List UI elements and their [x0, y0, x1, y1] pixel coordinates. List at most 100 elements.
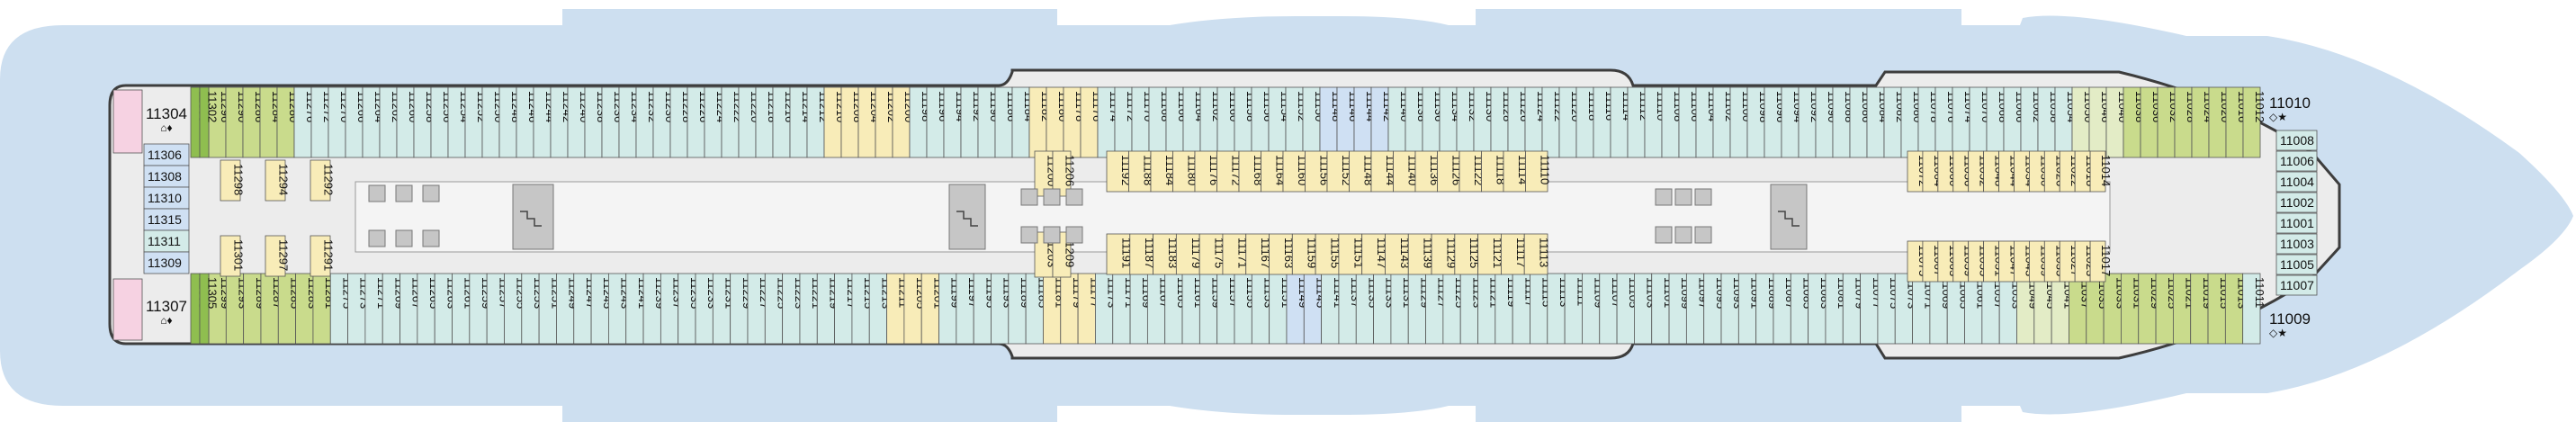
- cabin-11206[interactable]: 11206: [1052, 150, 1077, 197]
- cabin-11315[interactable]: 11315: [143, 208, 190, 231]
- cabin-number: 11006: [2280, 154, 2314, 168]
- cabin-number: 11315: [148, 212, 182, 227]
- cabin-number: 11001: [2280, 216, 2314, 230]
- elevator-icon: [1674, 226, 1692, 244]
- cabin-number: 11005: [2280, 257, 2314, 272]
- cabin-number: 11311: [148, 234, 181, 248]
- cabin-11012[interactable]: 11012: [2242, 86, 2266, 158]
- cabin-number: 11012: [2253, 91, 2266, 122]
- cabin-11011[interactable]: 11011: [2242, 273, 2266, 345]
- cabin-number: 11291: [322, 239, 336, 271]
- cabin-11014[interactable]: 11014: [2089, 150, 2113, 193]
- elevator-icon: [1065, 188, 1083, 206]
- cabin-11298[interactable]: 11298: [220, 159, 246, 202]
- suite-11304-shape: [112, 89, 143, 154]
- cabin-11159[interactable]: 11159: [1291, 233, 1319, 275]
- cabin-number: 11302: [206, 91, 220, 122]
- cabin-number: 11003: [2280, 237, 2314, 251]
- elevator-icon: [422, 184, 440, 202]
- cabin-number: 11110: [1538, 155, 1551, 184]
- cabin-11007[interactable]: 11007: [2275, 274, 2318, 296]
- cabin-11183[interactable]: 11183: [1153, 233, 1180, 275]
- cabin-number: 11113: [1538, 238, 1551, 267]
- elevator-icon: [1694, 226, 1712, 244]
- cabin-11117[interactable]: 11117: [1501, 233, 1528, 275]
- elevator-icon: [395, 184, 413, 202]
- cabin-11005[interactable]: 11005: [2275, 254, 2318, 275]
- elevator-icon: [1655, 188, 1673, 206]
- stairs-icon: [1770, 184, 1808, 250]
- suite-11307-shape: [112, 278, 143, 341]
- cabin-number: 11308: [148, 169, 182, 184]
- cabin-11167[interactable]: 11167: [1245, 233, 1272, 275]
- cabin-11151[interactable]: 11151: [1338, 233, 1365, 275]
- elevator-icon: [1020, 226, 1038, 244]
- cabin-11113[interactable]: 11113: [1523, 233, 1551, 275]
- cabin-11006[interactable]: 11006: [2275, 150, 2318, 172]
- cabin-11297[interactable]: 11297: [265, 235, 291, 277]
- cabin-11302[interactable]: 11302: [199, 86, 220, 158]
- cabin-number: 11206: [1064, 155, 1077, 186]
- cabin-11001[interactable]: 11001: [2275, 212, 2318, 234]
- cabin-11004[interactable]: 11004: [2275, 171, 2318, 193]
- elevator-icon: [1043, 226, 1061, 244]
- cabin-11110[interactable]: 11110: [1525, 150, 1552, 193]
- cabin-11017[interactable]: 11017: [2089, 240, 2113, 283]
- cabin-11167[interactable]: 11167: [1146, 273, 1171, 345]
- cabin-11306[interactable]: 11306: [143, 143, 190, 166]
- cabin-number: 11292: [322, 164, 336, 195]
- cabin-number: 11002: [2280, 195, 2314, 210]
- cabin-number: 11297: [277, 239, 291, 271]
- cabin-number: 11301: [232, 239, 246, 271]
- cabin-11175[interactable]: 11175: [1198, 233, 1226, 275]
- cabin-11091[interactable]: 11091: [1737, 273, 1763, 345]
- cabin-11305[interactable]: 11305: [199, 273, 220, 345]
- cabin-11171[interactable]: 11171: [1222, 233, 1249, 275]
- cabin-11301[interactable]: 11301: [220, 235, 246, 277]
- cabin-11129[interactable]: 11129: [1431, 233, 1458, 275]
- cabin-11291[interactable]: 11291: [310, 235, 336, 277]
- cabin-11294[interactable]: 11294: [265, 159, 291, 202]
- cabin-11163[interactable]: 11163: [1269, 233, 1296, 275]
- cabin-number: 11294: [277, 164, 291, 195]
- cabin-11310[interactable]: 11310: [143, 186, 190, 210]
- cabin-11308[interactable]: 11308: [143, 165, 190, 188]
- cabin-number: 11011: [2253, 277, 2266, 308]
- cabin-11191[interactable]: 11191: [1106, 233, 1133, 275]
- cabin-11187[interactable]: 11187: [1129, 233, 1156, 275]
- cabin-11125[interactable]: 11125: [1454, 233, 1481, 275]
- cabin-11013[interactable]: 11013: [2224, 273, 2249, 345]
- stairs-icon: [948, 184, 986, 250]
- elevator-icon: [368, 184, 386, 202]
- cabin-11139[interactable]: 11139: [1407, 233, 1435, 275]
- cabin-11292[interactable]: 11292: [310, 159, 336, 202]
- cabin-number: 11007: [2280, 278, 2314, 292]
- cabin-11179[interactable]: 11179: [1175, 233, 1203, 275]
- cabin-number: 11305: [206, 277, 220, 309]
- cabin-11143[interactable]: 11143: [1385, 233, 1412, 275]
- cabin-number: 11004: [2280, 175, 2314, 189]
- cabin-11008[interactable]: 11008: [2275, 130, 2318, 151]
- cabin-11002[interactable]: 11002: [2275, 192, 2318, 213]
- cabin-number: 11209: [1064, 236, 1077, 267]
- cabin-11147[interactable]: 11147: [1361, 233, 1388, 275]
- elevator-icon: [1020, 188, 1038, 206]
- cabin-11250[interactable]: 11250: [481, 86, 506, 158]
- elevator-icon: [1694, 188, 1712, 206]
- cabin-11003[interactable]: 11003: [2275, 233, 2318, 255]
- cabin-number: 11017: [2099, 245, 2113, 276]
- cabin-number: 11309: [148, 256, 182, 270]
- cabin-11121[interactable]: 11121: [1477, 233, 1504, 275]
- cabin-number: 11310: [148, 191, 182, 205]
- cabin-number: 11008: [2280, 133, 2314, 148]
- elevator-icon: [422, 229, 440, 247]
- elevator-icon: [1065, 226, 1083, 244]
- elevator-icon: [1043, 188, 1061, 206]
- cabin-11155[interactable]: 11155: [1315, 233, 1342, 275]
- cabin-11117[interactable]: 11117: [1512, 273, 1536, 345]
- cabin-11311[interactable]: 11311: [143, 229, 190, 253]
- cabin-number: 11014: [2099, 155, 2113, 186]
- cabin-11309[interactable]: 11309: [143, 251, 190, 274]
- cabin-11073[interactable]: 11073: [1894, 273, 1918, 345]
